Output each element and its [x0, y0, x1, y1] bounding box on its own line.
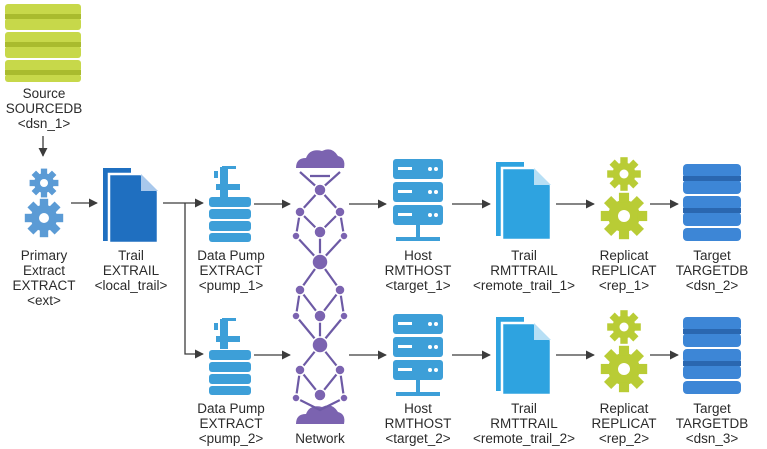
host1-label-line2: RMTHOST: [384, 263, 452, 278]
source-label: Source SOURCEDB <dsn_1>: [6, 86, 83, 131]
rtrail2-label: Trail RMTTRAIL <remote_trail_2>: [473, 401, 575, 446]
pump2-label-line2: EXTRACT: [199, 416, 263, 431]
source-label-line1: Source: [22, 86, 66, 101]
remote-trail-1-file-icon: [496, 162, 553, 242]
rep1-label-line2: REPLICAT: [591, 263, 657, 278]
target1-label-line3: <dsn_2>: [685, 278, 739, 293]
replicat-2-gear-icon: [600, 310, 648, 393]
host-2-server-icon: [393, 314, 443, 396]
extract-gear-icon: [24, 168, 64, 238]
cloud-icon: [296, 405, 345, 424]
rep2-label-line3: <rep_2>: [598, 431, 650, 446]
trail-label: Trail EXTRAIL <local_trail>: [95, 248, 168, 293]
source-db-icon: [5, 4, 81, 82]
pump2-label-line1: Data Pump: [197, 401, 265, 416]
extract-label: Primary Extract EXTRACT <ext>: [12, 248, 75, 308]
pump1-label-line3: <pump_1>: [198, 278, 264, 293]
pump1-label-line1: Data Pump: [197, 248, 265, 263]
target1-label: Target TARGETDB <dsn_2>: [676, 248, 749, 293]
host-1-server-icon: [393, 159, 443, 241]
rep2-label-line1: Replicat: [599, 401, 649, 416]
host2-label-line2: RMTHOST: [384, 416, 452, 431]
host2-label-line3: <target_2>: [385, 431, 451, 446]
trail-label-line3: <local_trail>: [94, 278, 168, 293]
rtrail2-label-line1: Trail: [511, 401, 537, 416]
trail-label-line2: EXTRAIL: [102, 263, 160, 278]
host1-label: Host RMTHOST <target_1>: [385, 248, 452, 293]
target-db-1-icon: [683, 164, 741, 241]
data-pump-1-icon: [209, 166, 251, 242]
extract-label-line1: Primary: [20, 248, 68, 263]
rtrail1-label: Trail RMTTRAIL <remote_trail_1>: [473, 248, 575, 293]
rtrail2-label-line2: RMTTRAIL: [490, 416, 558, 431]
pump1-label: Data Pump EXTRACT <pump_1>: [197, 248, 265, 293]
rtrail2-label-line3: <remote_trail_2>: [472, 431, 576, 446]
rep2-label: Replicat REPLICAT <rep_2>: [591, 401, 656, 446]
host1-label-line3: <target_1>: [385, 278, 451, 293]
host2-label: Host RMTHOST <target_2>: [385, 401, 452, 446]
target-db-2-icon: [683, 317, 741, 394]
data-pump-2-icon: [209, 318, 251, 395]
host1-label-line1: Host: [404, 248, 432, 263]
target2-label-line3: <dsn_3>: [685, 431, 739, 446]
network-label-text: Network: [295, 431, 345, 446]
target2-label-line2: TARGETDB: [675, 416, 749, 431]
network-label: Network: [295, 431, 345, 446]
cloud-icon: [296, 149, 345, 168]
target1-label-line1: Target: [693, 248, 731, 263]
rep1-label-line1: Replicat: [599, 248, 649, 263]
source-label-line3: <dsn_1>: [17, 116, 71, 131]
rtrail1-label-line3: <remote_trail_1>: [472, 278, 576, 293]
rep1-label: Replicat REPLICAT <rep_1>: [591, 248, 656, 293]
branch-connector: [163, 198, 204, 359]
source-label-line2: SOURCEDB: [5, 101, 83, 116]
pump2-label: Data Pump EXTRACT <pump_2>: [197, 401, 265, 446]
extract-label-line4: <ext>: [27, 293, 61, 308]
target2-label-line1: Target: [693, 401, 731, 416]
rep2-label-line2: REPLICAT: [591, 416, 657, 431]
rep1-label-line3: <rep_1>: [598, 278, 650, 293]
pump1-label-line2: EXTRACT: [199, 263, 263, 278]
extract-label-line2: Extract: [22, 263, 66, 278]
remote-trail-2-file-icon: [496, 317, 553, 397]
trail-label-line1: Trail: [118, 248, 144, 263]
replicat-1-gear-icon: [600, 157, 648, 240]
rtrail1-label-line2: RMTTRAIL: [490, 263, 558, 278]
rtrail1-label-line1: Trail: [511, 248, 537, 263]
host2-label-line1: Host: [404, 401, 432, 416]
target1-label-line2: TARGETDB: [675, 263, 749, 278]
network-icon: [291, 149, 349, 424]
trail-file-icon: [103, 168, 160, 245]
target2-label: Target TARGETDB <dsn_3>: [676, 401, 749, 446]
extract-label-line3: EXTRACT: [12, 278, 76, 293]
pump2-label-line3: <pump_2>: [198, 431, 264, 446]
